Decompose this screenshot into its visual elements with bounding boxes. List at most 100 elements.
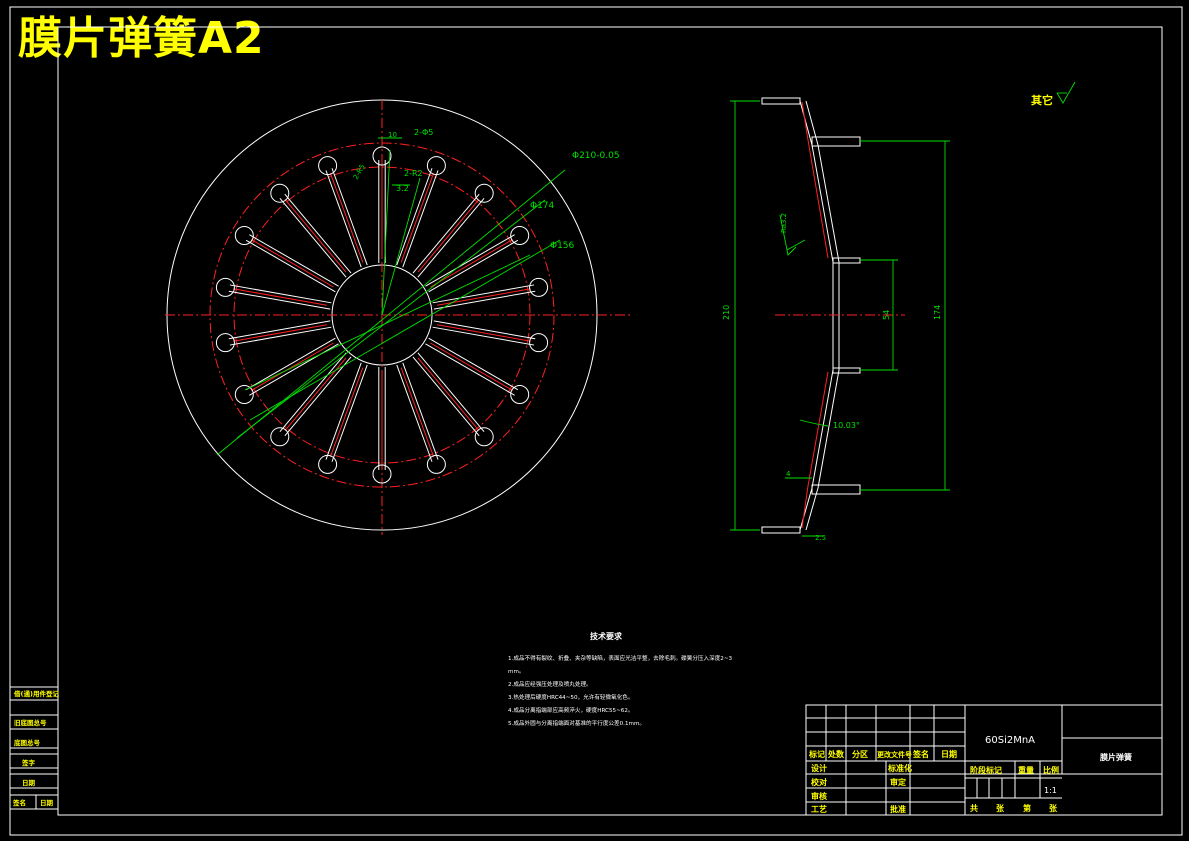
- dia-174-leader: [236, 199, 546, 439]
- finger-hole: [270, 183, 290, 203]
- finger-slot-edge: [325, 170, 362, 268]
- finger-hole: [215, 333, 235, 353]
- finger-slot-center: [437, 324, 531, 342]
- dim-dia-174: Φ174: [530, 201, 555, 211]
- finger-slot-edge: [228, 290, 331, 310]
- tech-notes: 技术要求 1.成品不得有裂纹、折叠、夹杂等缺陷，表面应光洁平整，去除毛刺。碟簧分…: [508, 631, 733, 727]
- dim-thickness: 4: [786, 470, 791, 478]
- finger-slot-edge: [245, 239, 336, 293]
- finger-slot-edge: [425, 234, 515, 287]
- note-line-4: 3.热处理后硬度HRC44~50，允许有轻微氧化色。: [508, 693, 633, 701]
- finger-hole: [529, 277, 549, 297]
- note-line-2: mm。: [508, 669, 525, 675]
- dia-210-leader: [216, 169, 566, 456]
- tab-mid-top: [832, 257, 861, 264]
- finger-slot-edge: [396, 168, 433, 266]
- hdr-mark: 标记: [808, 749, 825, 759]
- weight-label: 重量: [1018, 765, 1034, 775]
- finger-slot-center: [329, 367, 364, 458]
- side-label-2: 旧底图总号: [14, 718, 47, 727]
- finger-hole: [529, 333, 549, 353]
- tab-top-inner: [811, 136, 861, 147]
- finger-slot-center: [400, 367, 435, 458]
- finger-slot-center: [250, 239, 334, 288]
- role-standard: 标准化: [887, 763, 912, 773]
- note-line-1: 1.成品不得有裂纹、折叠、夹杂等缺陷，表面应光洁平整，去除毛刺。碟簧分压入深度2…: [508, 654, 733, 662]
- role-authorize: 批准: [890, 804, 906, 814]
- finger-slot-edge: [428, 337, 519, 391]
- note-line-5: 4.成品分离指端部应高频淬火，硬度HRC55~62。: [508, 706, 633, 714]
- finger-slot-center: [329, 172, 364, 263]
- finger-slot-edge: [417, 352, 485, 433]
- finger-hole: [474, 427, 494, 447]
- finger-hole: [510, 226, 530, 245]
- role-design: 设计: [811, 763, 827, 773]
- finger-group: [215, 146, 549, 484]
- finger-hole: [474, 183, 494, 203]
- sheet-no: 第: [1023, 803, 1031, 813]
- profile-outer: [799, 100, 834, 531]
- finger-slot-edge: [284, 193, 352, 274]
- part-name: 膜片弹簧: [1100, 752, 1132, 762]
- slot-leader-2: [381, 177, 421, 316]
- finger-slot-edge: [331, 168, 368, 266]
- side-view: 210 174 54 Ra3.2 10.03° 4 2.5: [722, 97, 950, 542]
- role-review: 审核: [811, 791, 827, 801]
- finger-slot-center: [250, 342, 334, 391]
- angle-arc: [799, 419, 829, 427]
- finger-slot-edge: [325, 362, 362, 460]
- front-view: Φ210-0.05 Φ174 Φ156 2-Φ5 2-R2 3.2 10 2-R…: [165, 99, 630, 535]
- finger-slot-center: [233, 324, 327, 342]
- finger-slot-edge: [245, 337, 336, 391]
- profile-hatch-bottom: [801, 371, 829, 529]
- dim-side-210: 210: [722, 305, 731, 320]
- finger-slot-center: [233, 288, 327, 306]
- finger-slot-edge: [432, 326, 535, 346]
- finger-hole: [372, 146, 392, 166]
- profile-hatch-top: [801, 101, 829, 259]
- finger-hole: [234, 385, 254, 404]
- finger-slot-center: [284, 199, 347, 273]
- scale-value: 1:1: [1044, 786, 1057, 795]
- hdr-sign: 签名: [912, 749, 929, 759]
- finger-slot-edge: [433, 290, 536, 310]
- roughness-note-symbol: [1056, 81, 1076, 104]
- notes-title: 技术要求: [590, 631, 623, 641]
- finger-hole: [372, 464, 392, 484]
- finger-hole: [318, 454, 338, 474]
- role-process: 工艺: [811, 804, 827, 814]
- tab-bottom-inner: [811, 484, 861, 495]
- finger-slot-edge: [433, 320, 536, 340]
- finger-slot-edge: [417, 197, 485, 278]
- finger-slot-edge: [412, 356, 480, 437]
- finger-slot-edge: [425, 343, 515, 396]
- profile-inner: [805, 100, 840, 531]
- inner-border: [57, 26, 1163, 816]
- finger-hole: [318, 156, 338, 176]
- hdr-change: 更改文件号: [877, 750, 912, 759]
- finger-hole: [270, 427, 290, 447]
- dim-top-width: 10: [388, 131, 397, 139]
- hdr-date: 日期: [941, 749, 957, 759]
- role-approve: 审定: [890, 777, 906, 787]
- roughness-symbol: [779, 214, 797, 256]
- finger-slot-center: [417, 199, 480, 273]
- finger-slot-edge: [279, 352, 347, 433]
- material: 60Si2MnA: [985, 735, 1035, 746]
- finger-slot-edge: [432, 284, 535, 304]
- stage-label: 阶段标记: [970, 765, 1002, 775]
- scale-label: 比例: [1043, 765, 1059, 775]
- dim-angle: 10.03°: [833, 421, 860, 430]
- finger-slot-edge: [396, 364, 433, 462]
- dim-side-174: 174: [933, 305, 942, 320]
- finger-slot-edge: [228, 320, 331, 340]
- dim-slot-holes: 2-Φ5: [414, 128, 433, 137]
- finger-slot-edge: [229, 326, 332, 346]
- dim-side-54: 54: [882, 310, 891, 320]
- finger-slot-edge: [229, 284, 332, 304]
- dim-dia-156: Φ156: [550, 241, 575, 251]
- tab-bottom-outer: [761, 526, 801, 534]
- finger-slot-center: [417, 357, 480, 431]
- side-label-7: 日期: [40, 798, 54, 807]
- hdr-count: 处数: [827, 749, 845, 759]
